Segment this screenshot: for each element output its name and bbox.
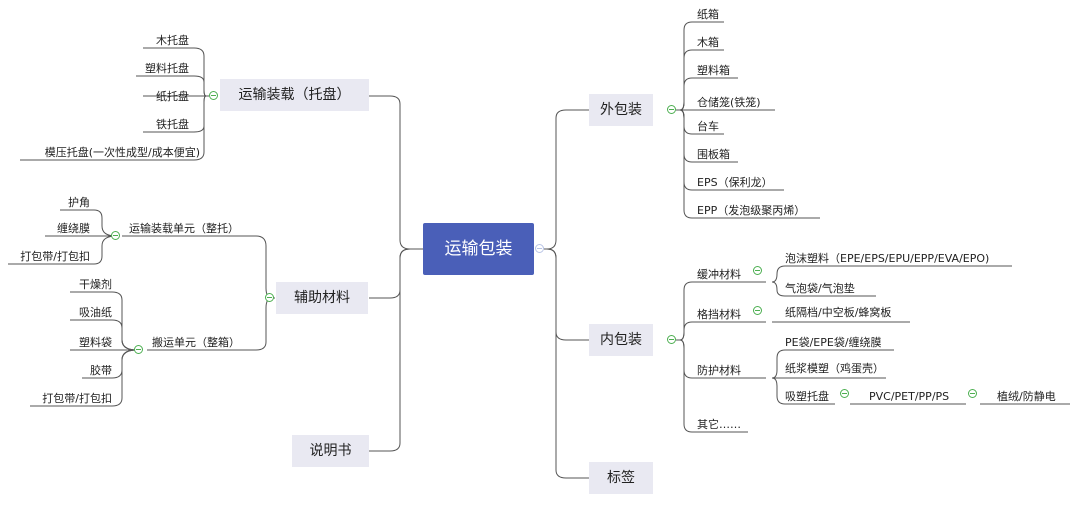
link-root-manual	[369, 248, 423, 452]
leaf-blister-material[interactable]: PVC/PET/PP/PS	[869, 390, 950, 403]
branch-manual[interactable]: 说明书	[292, 435, 369, 467]
leaf-eps[interactable]: EPS（保利龙）	[697, 176, 773, 189]
link-cushion-item-1	[771, 265, 1012, 283]
link-transport-item-5	[20, 95, 209, 161]
leaf-plastic-box[interactable]: 塑料箱	[697, 64, 730, 77]
link-inner-other	[676, 339, 748, 433]
leaf-stretch-film[interactable]: 缠绕膜	[57, 222, 90, 235]
link-outer-item-8	[676, 109, 820, 219]
leaf-trolley[interactable]: 台车	[697, 120, 719, 133]
leaf-wood-pallet[interactable]: 木托盘	[156, 34, 189, 47]
leaf-strapping-band[interactable]: 打包带/打包扣	[20, 250, 90, 263]
leaf-desiccant[interactable]: 干燥剂	[79, 278, 112, 291]
leaf-epp[interactable]: EPP（发泡级聚丙烯）	[697, 204, 806, 217]
leaf-storage-cage[interactable]: 仓储笼(铁笼)	[697, 96, 761, 109]
link-cushion-item-2	[771, 281, 876, 297]
leaf-carton[interactable]: 纸箱	[697, 8, 719, 21]
link-root-inner	[544, 248, 589, 341]
leaf-iron-pallet[interactable]: 铁托盘	[156, 118, 189, 131]
leaf-corner-guard[interactable]: 护角	[68, 196, 90, 209]
leaf-blister-tray[interactable]: 吸塑托盘	[785, 390, 829, 403]
branch-outer-packaging[interactable]: 外包装	[589, 94, 653, 126]
leaf-foam-plastic[interactable]: 泡沫塑料（EPE/EPS/EPU/EPP/EVA/EPO)	[785, 252, 990, 265]
collapse-toggle-icon[interactable]	[265, 293, 274, 302]
link-inner-partition	[676, 321, 766, 341]
link-root-label	[544, 248, 589, 479]
sub-other[interactable]: 其它……	[697, 418, 741, 431]
link-unitload-item-1	[60, 209, 117, 237]
sub-partition-material[interactable]: 格挡材料	[697, 308, 741, 321]
collapse-toggle-icon[interactable]	[667, 335, 676, 344]
collapse-toggle-icon[interactable]	[111, 231, 120, 240]
leaf-plastic-bag[interactable]: 塑料袋	[79, 336, 112, 349]
sub-protective-material[interactable]: 防护材料	[697, 364, 741, 377]
leaf-wooden-box[interactable]: 木箱	[697, 36, 719, 49]
leaf-molded-pallet[interactable]: 模压托盘(一次性成型/成本便宜)	[44, 146, 200, 159]
collapse-toggle-icon[interactable]	[209, 91, 218, 100]
link-aux-unitload	[122, 235, 275, 299]
collapse-toggle-icon[interactable]	[134, 345, 143, 354]
collapse-toggle-icon[interactable]	[840, 389, 849, 398]
link-handling-item-5	[30, 349, 138, 407]
link-unitload-item-3	[8, 235, 117, 265]
leaf-pulp-molding[interactable]: 纸浆模塑（鸡蛋壳）	[785, 362, 884, 375]
leaf-paper-pallet[interactable]: 纸托盘	[156, 90, 189, 103]
collapse-toggle-icon[interactable]	[968, 389, 977, 398]
leaf-bubble-wrap[interactable]: 气泡袋/气泡垫	[785, 282, 855, 295]
link-protect-item-1	[771, 349, 894, 379]
sub-cushion-material[interactable]: 缓冲材料	[697, 268, 741, 281]
leaf-tape[interactable]: 胶带	[90, 364, 112, 377]
leaf-flocking-antistatic[interactable]: 植绒/防静电	[997, 390, 1056, 403]
collapse-toggle-icon[interactable]	[667, 105, 676, 114]
branch-aux-material[interactable]: 辅助材料	[276, 282, 368, 314]
link-handling-item-2	[70, 319, 138, 351]
sub-unit-load[interactable]: 运输装载单元（整托）	[129, 222, 239, 235]
leaf-divider-board[interactable]: 纸隔档/中空板/蜂窝板	[785, 306, 892, 319]
branch-transport[interactable]: 运输装载（托盘）	[220, 79, 369, 111]
leaf-pe-bag[interactable]: PE袋/EPE袋/缠绕膜	[785, 336, 882, 349]
link-root-transport	[369, 95, 423, 250]
sub-handling-unit[interactable]: 搬运单元（整箱）	[152, 336, 240, 349]
leaf-pallet-collar-box[interactable]: 围板箱	[697, 148, 730, 161]
collapse-toggle-icon[interactable]	[753, 266, 762, 275]
branch-inner-packaging[interactable]: 内包装	[589, 324, 653, 356]
link-root-outer	[544, 109, 589, 250]
leaf-plastic-pallet[interactable]: 塑料托盘	[145, 62, 189, 75]
link-protect-item-3	[771, 377, 835, 405]
collapse-toggle-icon[interactable]	[535, 244, 544, 253]
leaf-strapping-band-2[interactable]: 打包带/打包扣	[42, 392, 112, 405]
collapse-toggle-icon[interactable]	[753, 306, 762, 315]
root-node[interactable]: 运输包装	[423, 223, 534, 275]
leaf-oil-paper[interactable]: 吸油纸	[79, 306, 112, 319]
link-root-aux	[369, 248, 423, 299]
branch-label[interactable]: 标签	[589, 462, 653, 494]
